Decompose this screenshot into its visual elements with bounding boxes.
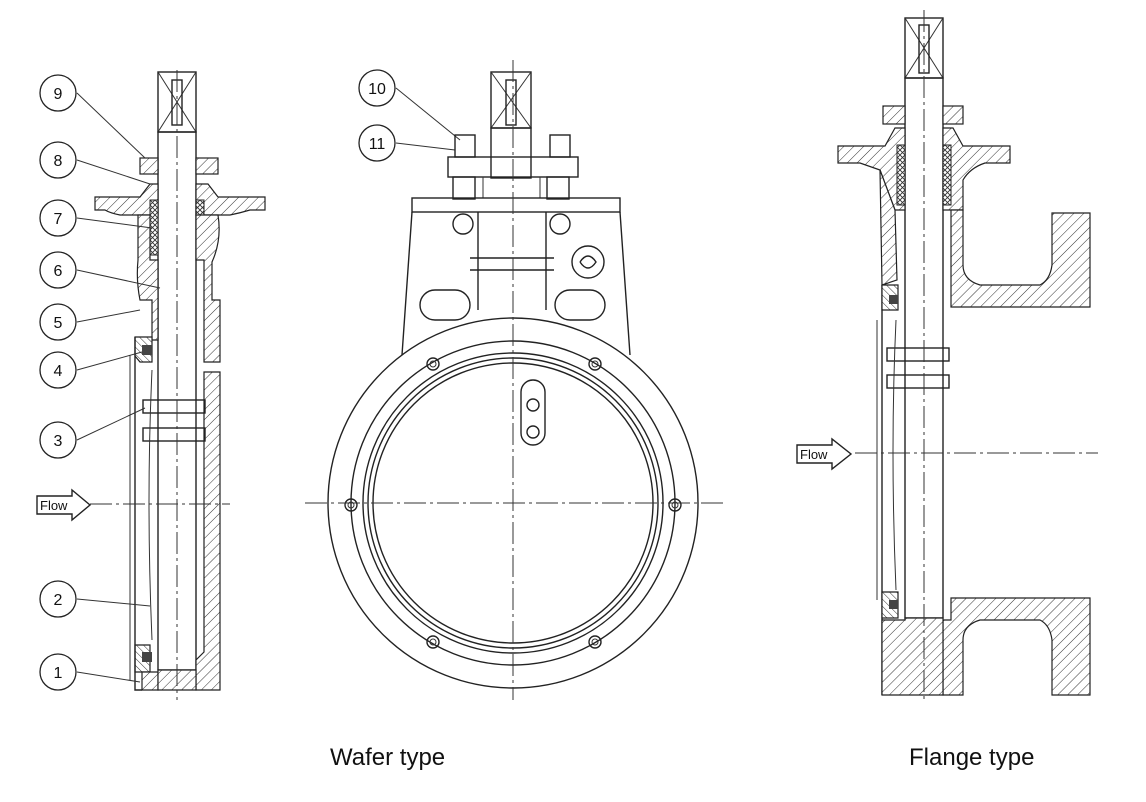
part-callouts [76,87,461,683]
wafer-section-view [90,70,266,700]
part-number-8: 8 [54,153,63,170]
part-number-5: 5 [54,315,63,332]
part-bubble-6 [39,251,77,289]
part-bubble-7 [39,199,77,237]
part-bubble-1 [39,653,77,691]
part-number-4: 4 [54,363,63,380]
part-bubble-5 [39,303,77,341]
part-number-3: 3 [54,433,63,450]
part-number-2: 2 [54,592,63,609]
flow-label-right: Flow [800,447,828,462]
part-number-11: 11 [369,136,386,153]
part-bubble-10 [358,69,396,107]
flow-arrow-left [36,488,92,522]
part-number-1: 1 [54,665,63,682]
flow-label-left: Flow [40,498,68,513]
part-bubble-8 [39,141,77,179]
flange-section-view [837,10,1098,700]
part-bubble-9 [39,74,77,112]
part-bubble-11 [358,124,396,162]
part-bubbles: 1 2 3 4 5 6 7 8 9 10 11 [39,69,396,691]
wafer-type-caption: Wafer type [330,744,446,771]
part-number-7: 7 [54,211,63,228]
part-bubble-4 [39,351,77,389]
part-number-10: 10 [368,81,386,98]
part-bubble-3 [39,421,77,459]
flow-arrow-right [796,437,853,471]
part-number-6: 6 [54,263,63,280]
part-number-9: 9 [54,86,63,103]
part-bubble-2 [39,580,77,618]
flange-type-caption: Flange type [909,744,1035,771]
wafer-front-view [305,60,725,700]
